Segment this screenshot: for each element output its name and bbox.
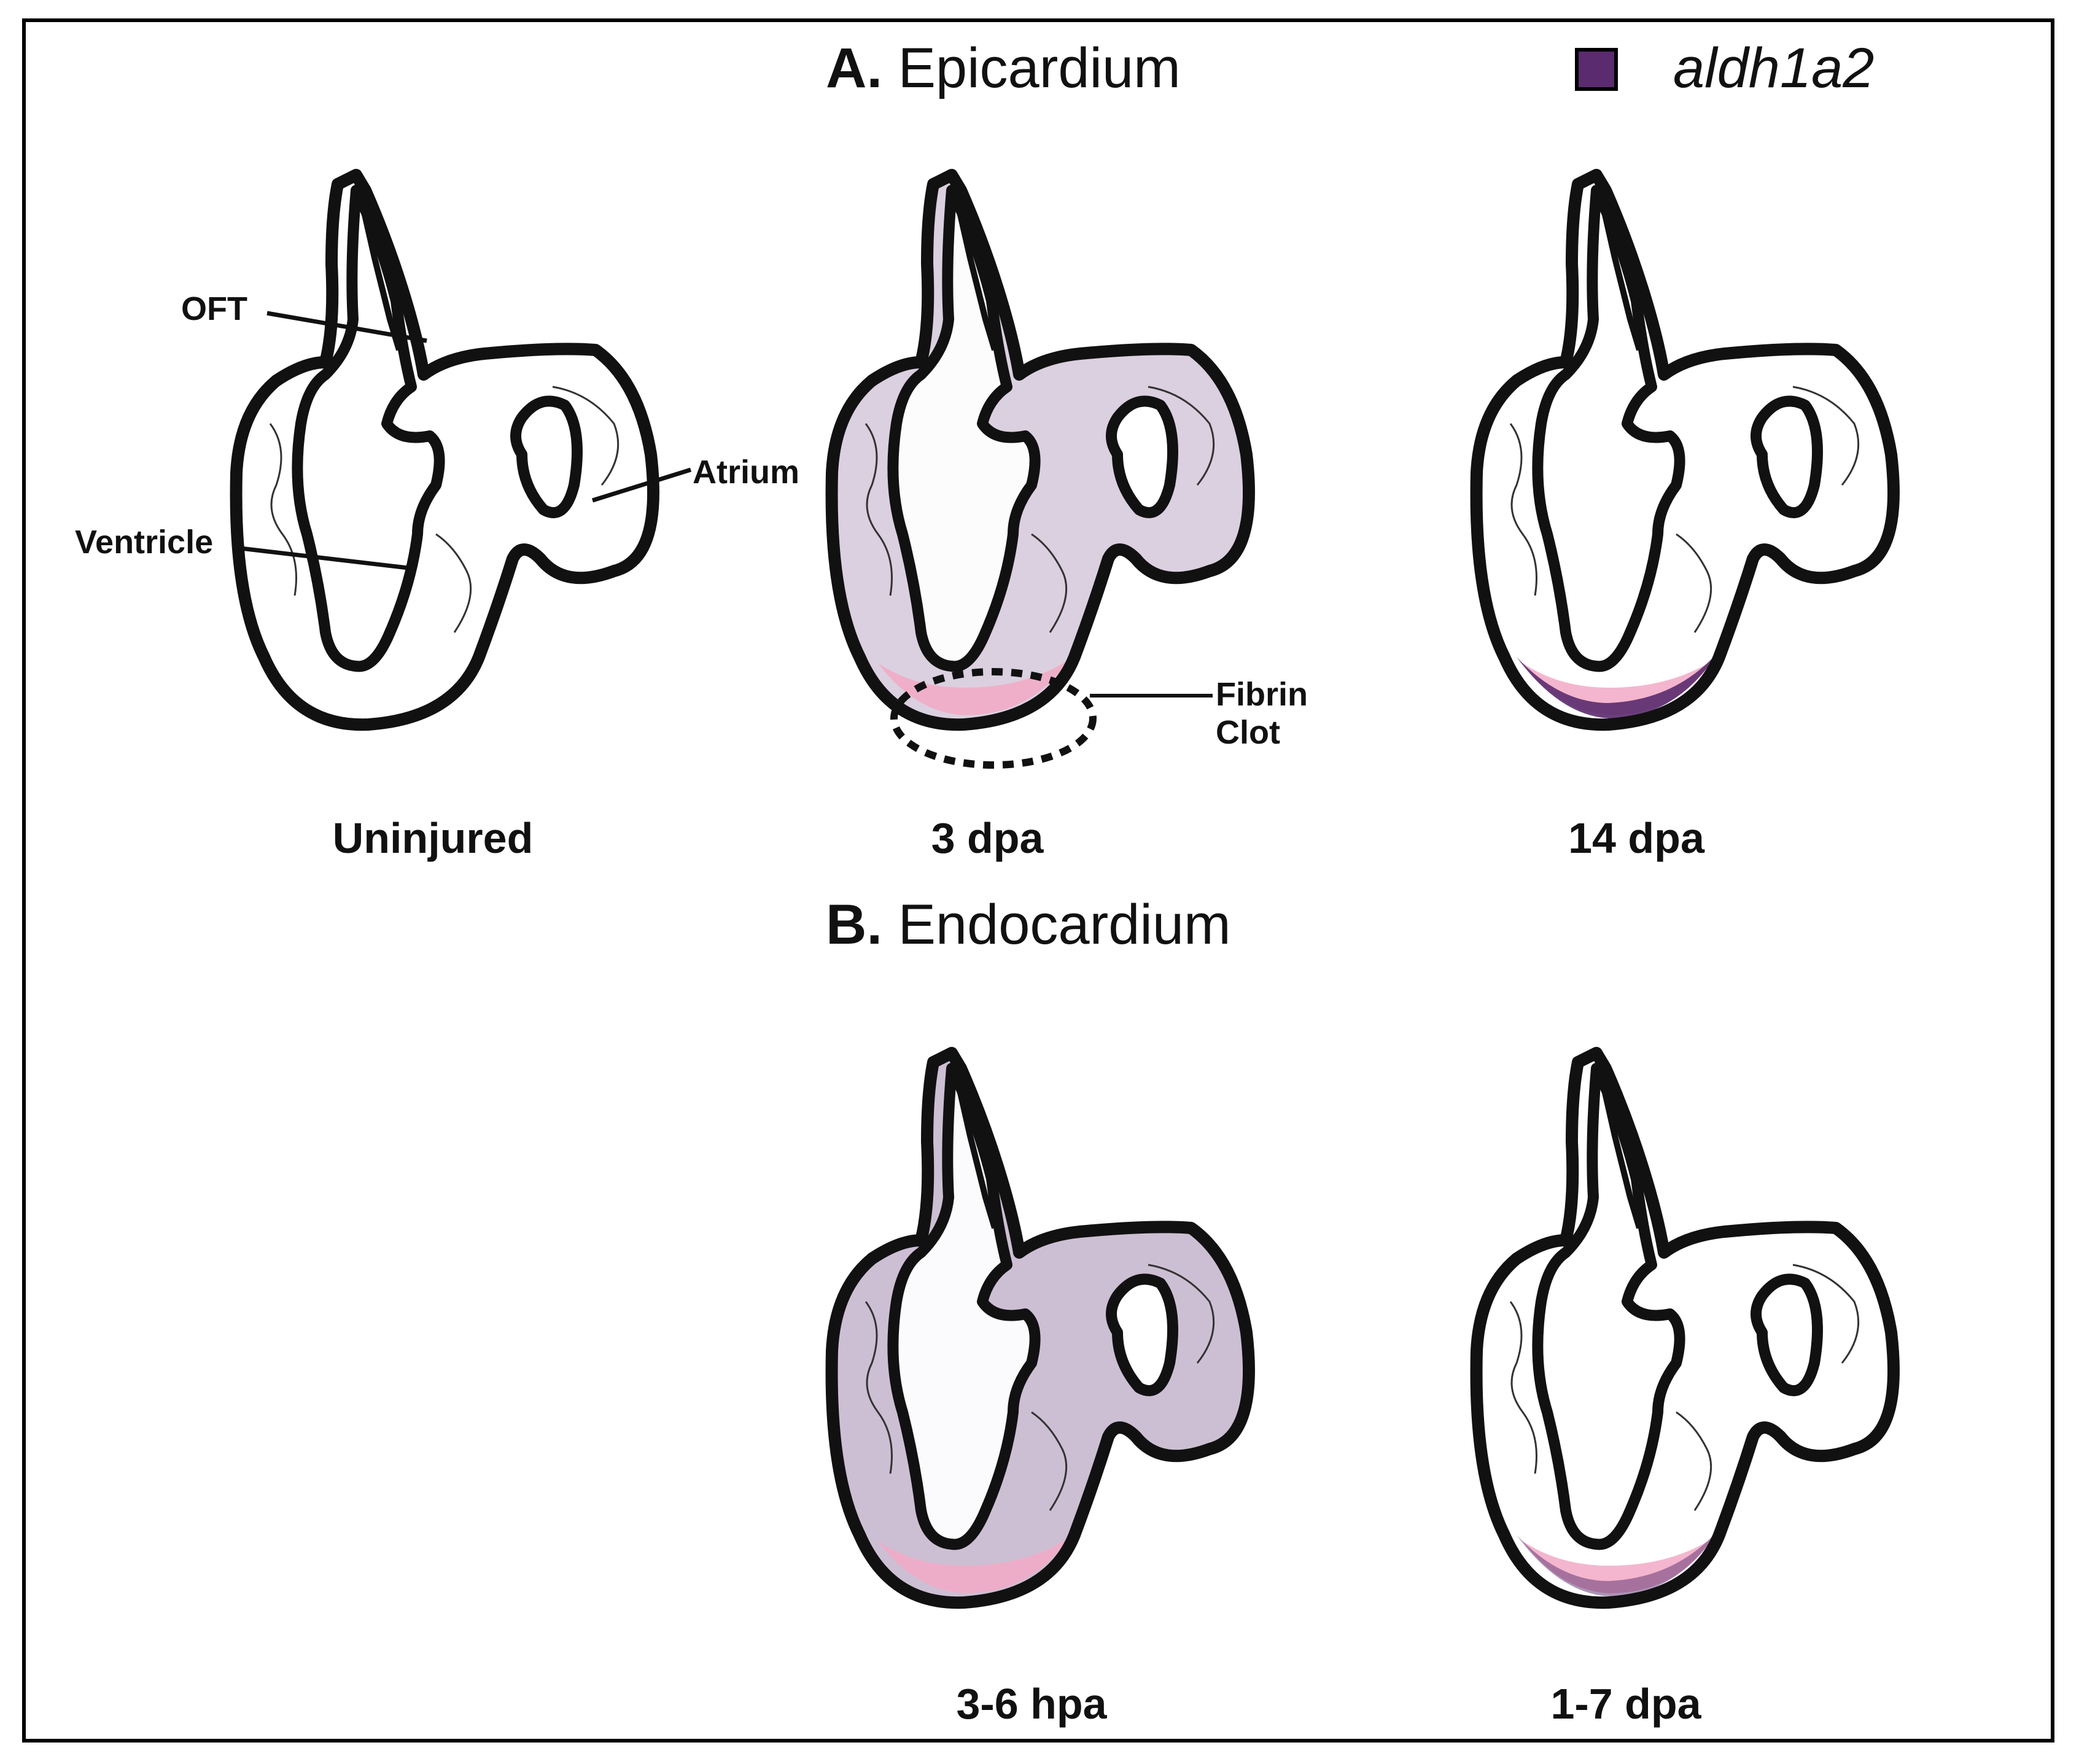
trabecula-line-1 bbox=[269, 423, 297, 596]
atrium-lumen bbox=[510, 395, 583, 518]
trabecula-line-3 bbox=[1148, 386, 1215, 486]
oft-channel bbox=[952, 1067, 998, 1229]
atrium-lumen bbox=[1751, 395, 1823, 518]
legend-label: aldh1a2 bbox=[1673, 37, 1875, 99]
atrium-lumen bbox=[1106, 1273, 1178, 1396]
trabecula-line-3 bbox=[1792, 386, 1860, 486]
trabecula-line-2 bbox=[435, 533, 472, 633]
trabecula-line-1 bbox=[1509, 423, 1537, 596]
trabecula-line-3 bbox=[1148, 1264, 1215, 1364]
heart-outer-wall bbox=[1470, 1047, 1900, 1609]
heart-outer-wall bbox=[825, 169, 1255, 731]
panel-b-title: Endocardium bbox=[898, 893, 1231, 956]
atrium-lumen bbox=[1751, 1273, 1823, 1396]
panel-b-letter: B. bbox=[826, 893, 882, 956]
trabecula-line-2 bbox=[1676, 1411, 1712, 1511]
oft-channel bbox=[952, 189, 998, 351]
aldh1a2-apex-stain bbox=[1517, 1529, 1719, 1596]
trabecula-line-2 bbox=[1676, 533, 1712, 633]
fibrin-clot-label: Fibrin Clot bbox=[1216, 675, 1308, 752]
trabecula-line-1 bbox=[1509, 1301, 1537, 1474]
fibrin-label-line2: Clot bbox=[1216, 714, 1280, 752]
heart-outer-wall bbox=[1470, 169, 1900, 731]
caption-3-6hpa: 3-6 hpa bbox=[956, 1680, 1107, 1728]
heart-1-7dpa bbox=[1470, 1047, 1900, 1609]
ventricle-leader-line bbox=[240, 546, 409, 570]
trabecula-line-1 bbox=[865, 1301, 893, 1474]
oft-leader-line bbox=[266, 311, 427, 343]
clot-dashed-outline bbox=[890, 668, 1097, 769]
figure-frame bbox=[22, 18, 2054, 1743]
caption-1-7dpa: 1-7 dpa bbox=[1550, 1680, 1701, 1728]
heart-3-6hpa bbox=[825, 1047, 1255, 1609]
trabecula-line-3 bbox=[1792, 1264, 1860, 1364]
panel-a-letter: A. bbox=[826, 37, 882, 99]
oft-channel bbox=[1596, 1067, 1642, 1229]
oft-channel bbox=[1596, 189, 1642, 351]
trabecula-line-2 bbox=[1031, 533, 1068, 633]
panel-a-title: Epicardium bbox=[898, 37, 1181, 99]
heart-14dpa bbox=[1470, 169, 1900, 731]
caption-14dpa: 14 dpa bbox=[1568, 814, 1704, 862]
heart-outer-wall bbox=[230, 169, 659, 731]
heart-outer-wall bbox=[825, 1047, 1255, 1609]
trabecula-line-1 bbox=[865, 423, 893, 596]
ventricle-label: Ventricle bbox=[75, 524, 214, 561]
legend-swatch bbox=[1575, 48, 1618, 91]
fibrin-clot bbox=[878, 1538, 1068, 1593]
caption-uninjured: Uninjured bbox=[332, 814, 534, 862]
aldh1a2-apex-stain bbox=[1517, 651, 1719, 718]
atrium-leader-line bbox=[591, 467, 692, 503]
trabecula-line-2 bbox=[1031, 1411, 1068, 1511]
panel-a-heading: A. Epicardium bbox=[826, 40, 1181, 96]
fibrin-label-line1: Fibrin bbox=[1216, 676, 1308, 713]
panel-b-heading: B. Endocardium bbox=[826, 896, 1231, 953]
oft-label: OFT bbox=[181, 290, 247, 327]
fibrin-clot bbox=[878, 660, 1068, 715]
trabecula-line-3 bbox=[552, 386, 620, 486]
heart-3dpa bbox=[825, 169, 1255, 731]
caption-3dpa: 3 dpa bbox=[931, 814, 1044, 862]
atrium-lumen bbox=[1106, 395, 1178, 518]
heart-uninjured bbox=[230, 169, 659, 731]
atrium-label: Atrium bbox=[693, 454, 799, 491]
